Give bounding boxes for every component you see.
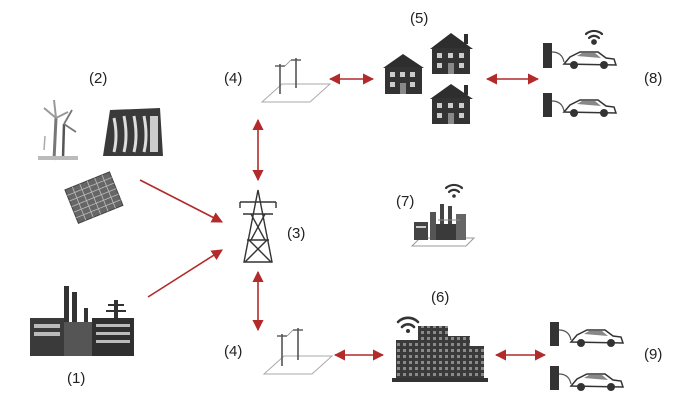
electric-car-icon <box>569 373 625 391</box>
label-office-building: (6) <box>431 289 450 306</box>
wifi-icon <box>584 29 604 45</box>
label-homes: (5) <box>410 10 429 27</box>
charging-station-icon <box>550 366 572 390</box>
label-evs-bottom: (9) <box>644 346 663 363</box>
arrow-renewables-to-tower <box>139 179 223 223</box>
office-building-wifi-icon <box>392 316 488 382</box>
label-evs-top: (8) <box>644 70 663 87</box>
label-substation-bottom: (4) <box>224 343 243 360</box>
label-transmission-tower: (3) <box>287 225 306 242</box>
charging-station-icon <box>543 93 565 117</box>
electric-car-icon <box>569 329 625 347</box>
house-icon <box>430 33 473 74</box>
hydro-dam-icon <box>103 108 163 156</box>
solar-panel-icon <box>64 171 124 224</box>
distribution-pole-icon <box>260 58 332 103</box>
charging-station-icon <box>543 43 565 68</box>
charging-station-icon <box>550 322 572 346</box>
label-substation-top: (4) <box>224 70 243 87</box>
electric-car-icon <box>562 51 618 69</box>
pylon-icon <box>239 189 277 263</box>
label-industry: (7) <box>396 193 415 210</box>
house-icon <box>430 84 473 124</box>
arrow-plant-to-tower <box>147 249 223 298</box>
house-icon <box>383 54 424 94</box>
electric-car-icon <box>562 99 618 117</box>
flow-arrows <box>139 73 547 361</box>
wind-turbine-icon <box>38 99 78 161</box>
label-generation-plant: (1) <box>67 370 86 387</box>
power-plant-icon <box>30 286 134 356</box>
distribution-pole-icon <box>262 328 334 375</box>
label-renewables: (2) <box>89 70 108 87</box>
factory-wifi-icon <box>410 183 476 247</box>
